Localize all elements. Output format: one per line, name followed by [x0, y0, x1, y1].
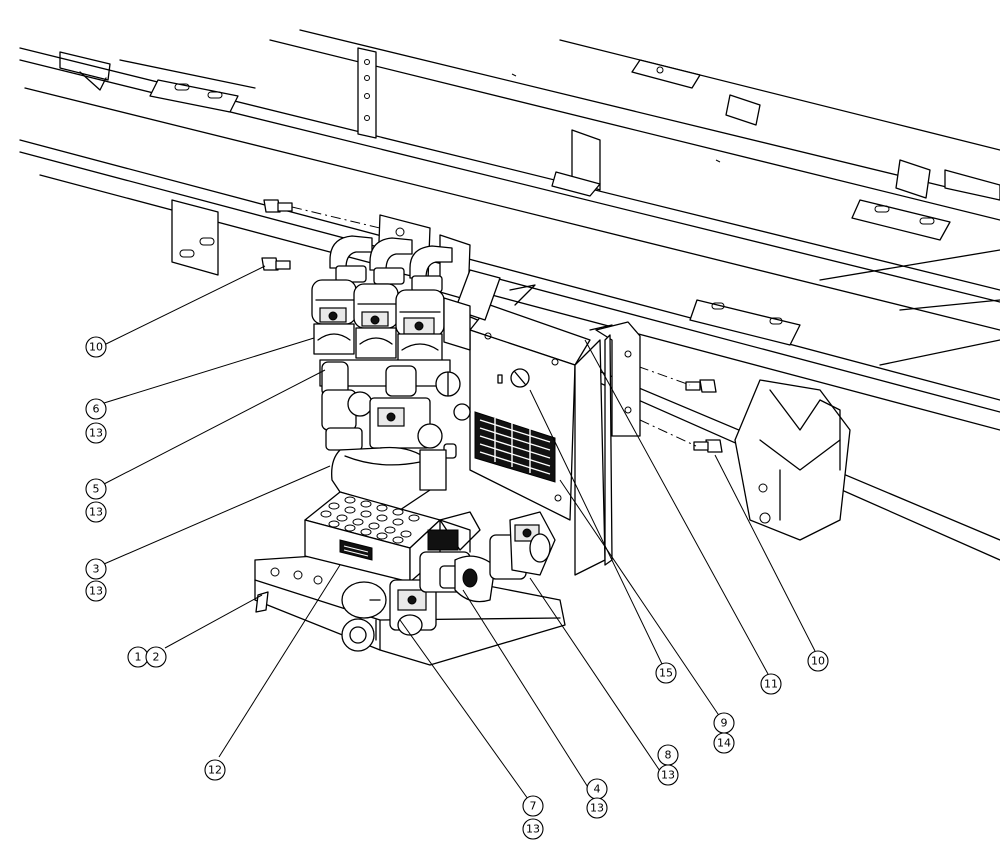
callout-1: 1: [127, 646, 149, 668]
callout-label: 11: [764, 678, 778, 691]
callout-label: 9: [721, 717, 728, 730]
callout-13-c: 13: [85, 580, 107, 602]
callout-13-b: 13: [85, 501, 107, 523]
callout-2: 2: [145, 646, 167, 668]
callouts: 10 6 13 5 13 3 13 1 2 12 7 13 4 13 8 13 …: [85, 336, 829, 840]
callout-13-f: 13: [657, 764, 679, 786]
callout-13-e: 13: [586, 797, 608, 819]
callout-7: 7: [522, 795, 544, 817]
callout-label: 13: [89, 585, 103, 598]
callout-10-right: 10: [807, 650, 829, 672]
callout-label: 10: [89, 341, 103, 354]
callout-label: 13: [89, 427, 103, 440]
control-panel: [469, 304, 641, 576]
callout-4: 4: [586, 778, 608, 800]
callout-label: 10: [811, 655, 825, 668]
callout-13-d: 13: [522, 818, 544, 840]
hitch-bracket: [734, 379, 851, 541]
callout-label: 14: [717, 737, 731, 750]
callout-8: 8: [657, 744, 679, 766]
callout-label: 2: [153, 651, 160, 664]
mounting-tabs: [149, 47, 1000, 346]
callout-label: 13: [661, 769, 675, 782]
valve-assembly: [311, 214, 536, 511]
callout-label: 13: [89, 506, 103, 519]
callout-label: 12: [208, 764, 222, 777]
callout-14: 14: [713, 732, 735, 754]
callout-label: 4: [594, 783, 601, 796]
callout-9: 9: [713, 712, 735, 734]
callout-6: 6: [85, 398, 107, 420]
callout-label: 8: [665, 749, 672, 762]
callout-3: 3: [85, 558, 107, 580]
callout-label: 15: [659, 667, 673, 680]
callout-13-a: 13: [85, 422, 107, 444]
front-valves: [341, 511, 556, 652]
callout-label: 6: [93, 403, 100, 416]
callout-label: 3: [93, 563, 100, 576]
callout-12: 12: [204, 759, 226, 781]
callout-label: 5: [93, 483, 100, 496]
callout-5: 5: [85, 478, 107, 500]
callout-10-left: 10: [85, 336, 107, 358]
callout-label: 13: [526, 823, 540, 836]
callout-15: 15: [655, 662, 677, 684]
bolts: [261, 199, 723, 453]
callout-label: 7: [530, 800, 537, 813]
callout-label: 1: [135, 651, 142, 664]
callout-11: 11: [760, 673, 782, 695]
callout-label: 13: [590, 802, 604, 815]
callout-leaders: [103, 265, 816, 800]
